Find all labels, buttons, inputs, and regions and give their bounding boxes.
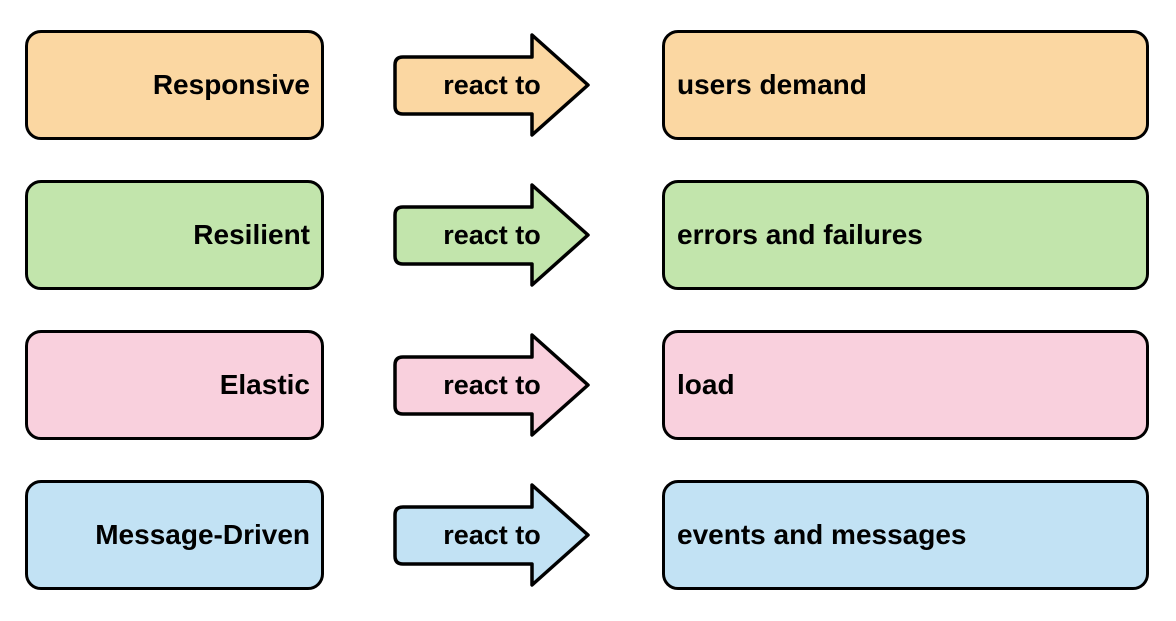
trait-box-responsive: Responsive xyxy=(25,30,324,140)
arrow-label: react to xyxy=(443,370,541,400)
target-label: load xyxy=(677,369,735,400)
right-arrow-shape xyxy=(393,483,590,587)
target-label: users demand xyxy=(677,69,867,100)
target-box-events-and-messages: events and messages xyxy=(662,480,1149,590)
trait-box-message-driven: Message-Driven xyxy=(25,480,324,590)
target-label: events and messages xyxy=(677,519,967,550)
target-box-errors-and-failures: errors and failures xyxy=(662,180,1149,290)
trait-box-elastic: Elastic xyxy=(25,330,324,440)
trait-box-resilient: Resilient xyxy=(25,180,324,290)
right-arrow-shape xyxy=(393,33,590,137)
target-box-load: load xyxy=(662,330,1149,440)
react-arrow: react to xyxy=(393,483,590,587)
diagram-row-elastic: Elastic react to load xyxy=(0,330,1176,440)
diagram-row-resilient: Resilient react to errors and failures xyxy=(0,180,1176,290)
trait-label: Message-Driven xyxy=(95,519,310,550)
right-arrow-shape xyxy=(393,333,590,437)
right-arrow-shape xyxy=(393,183,590,287)
trait-label: Responsive xyxy=(152,69,310,100)
arrow-label: react to xyxy=(443,70,541,100)
trait-label: Resilient xyxy=(193,219,310,250)
target-box-users-demand: users demand xyxy=(662,30,1149,140)
diagram-row-responsive: Responsive react to users demand xyxy=(0,30,1176,140)
react-arrow: react to xyxy=(393,333,590,437)
arrow-label: react to xyxy=(443,520,541,550)
arrow-label: react to xyxy=(443,220,541,250)
react-arrow: react to xyxy=(393,33,590,137)
target-label: errors and failures xyxy=(677,219,923,250)
diagram-row-message-driven: Message-Driven react to events and messa… xyxy=(0,480,1176,590)
trait-label: Elastic xyxy=(219,369,310,400)
react-arrow: react to xyxy=(393,183,590,287)
